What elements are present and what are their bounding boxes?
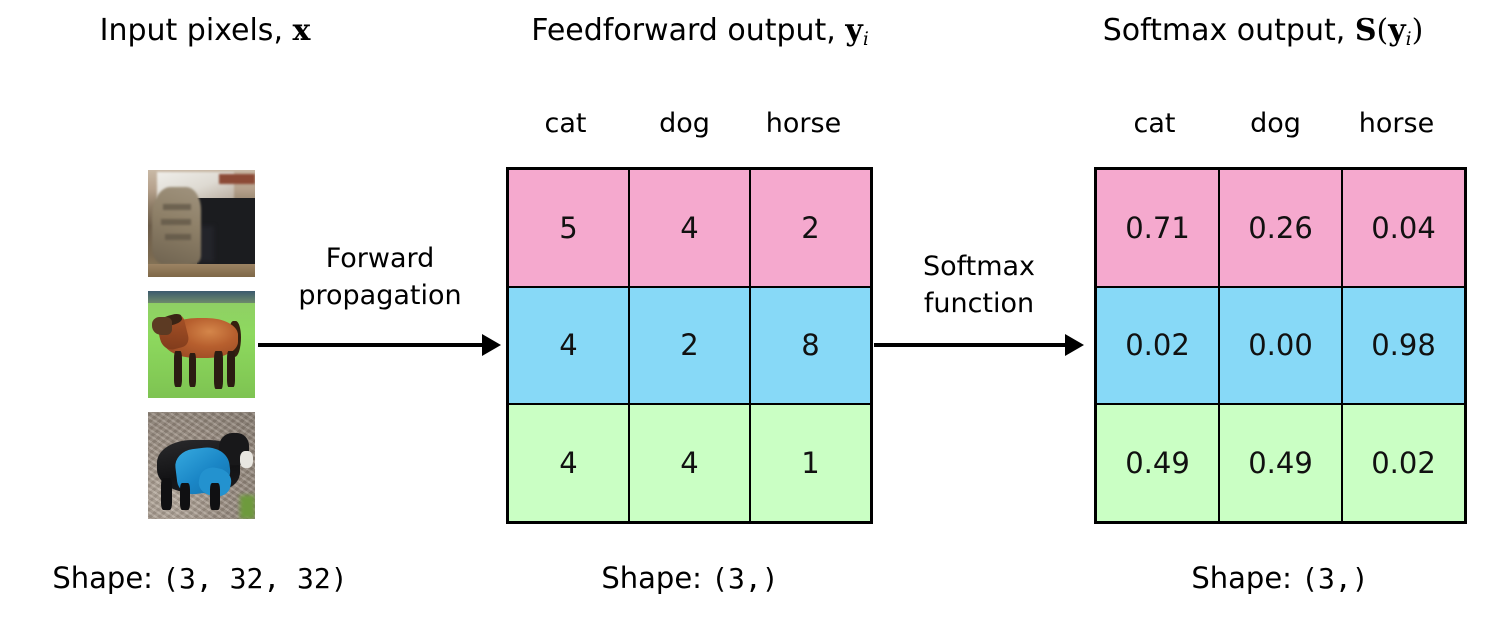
shape-caption-softmax-label: Shape: bbox=[1191, 561, 1302, 595]
cell-softmax-r0-dog: 0.26 bbox=[1218, 167, 1343, 289]
dog-image-leg-2 bbox=[180, 482, 190, 511]
cat-image-accent bbox=[218, 174, 255, 184]
horse-image-head bbox=[152, 316, 172, 335]
cat-image-stripe-1 bbox=[162, 204, 191, 210]
column-header-dog-feedforward: dog bbox=[659, 108, 710, 139]
softmax-function-label-line2: function bbox=[923, 288, 1035, 319]
title-softmax-close-paren: ) bbox=[1411, 13, 1424, 48]
title-softmax-text: Softmax output, bbox=[1102, 13, 1355, 48]
table-row: 0.71 0.26 0.04 bbox=[1094, 167, 1467, 289]
cell-feedforward-r2-cat: 4 bbox=[506, 402, 630, 524]
feedforward-output-table: 5 4 2 4 2 8 4 4 1 bbox=[506, 167, 873, 524]
softmax-function-arrow-head bbox=[1065, 334, 1084, 356]
column-header-dog-softmax: dog bbox=[1250, 108, 1301, 139]
shape-caption-feedforward: Shape: (3,) bbox=[520, 561, 860, 596]
dog-image-leg-3 bbox=[210, 482, 220, 511]
title-softmax-output: Softmax output, S(yi) bbox=[1040, 14, 1486, 57]
softmax-output-table: 0.71 0.26 0.04 0.02 0.00 0.98 0.49 0.49 … bbox=[1094, 167, 1467, 524]
horse-image-leg-3 bbox=[214, 350, 223, 390]
cell-softmax-r0-cat: 0.71 bbox=[1094, 167, 1220, 289]
dog-image bbox=[148, 412, 255, 519]
shape-caption-input-label: Shape: bbox=[52, 561, 163, 595]
title-input-pixels-symbol: x bbox=[292, 13, 311, 48]
column-header-horse-softmax: horse bbox=[1358, 108, 1435, 139]
cell-feedforward-r0-horse: 2 bbox=[749, 167, 873, 289]
forward-propagation-label: Forward propagation bbox=[258, 240, 502, 314]
cell-feedforward-r0-dog: 4 bbox=[628, 167, 751, 289]
horse-image-leg-2 bbox=[188, 353, 197, 388]
title-softmax-symbol-base: y bbox=[1388, 13, 1406, 48]
cell-feedforward-r0-cat: 5 bbox=[506, 167, 630, 289]
cell-softmax-r1-horse: 0.98 bbox=[1341, 286, 1467, 405]
forward-propagation-arrow-line bbox=[258, 343, 482, 347]
cell-softmax-r1-cat: 0.02 bbox=[1094, 286, 1220, 405]
title-input-pixels: Input pixels, x bbox=[0, 14, 410, 48]
shape-caption-softmax: Shape: (3,) bbox=[1110, 561, 1450, 596]
shape-caption-feedforward-value: (3,) bbox=[711, 562, 779, 595]
title-feedforward-symbol: yi bbox=[845, 13, 869, 51]
cell-feedforward-r2-horse: 1 bbox=[749, 402, 873, 524]
dog-image-grass bbox=[240, 495, 255, 519]
shape-caption-input: Shape: (3, 32, 32) bbox=[0, 561, 400, 596]
horse-image-leg-1 bbox=[173, 350, 183, 388]
cell-feedforward-r1-cat: 4 bbox=[506, 286, 630, 405]
cat-image-stripe-3 bbox=[165, 234, 191, 240]
cat-image bbox=[148, 170, 255, 277]
cell-softmax-r0-horse: 0.04 bbox=[1341, 167, 1467, 289]
title-softmax-open-paren: ( bbox=[1376, 13, 1389, 48]
table-row: 5 4 2 bbox=[506, 167, 873, 289]
title-softmax-subscript: i bbox=[1405, 29, 1412, 51]
column-header-cat-feedforward: cat bbox=[544, 108, 587, 139]
title-softmax-symbol-fn: S bbox=[1354, 13, 1377, 48]
title-feedforward-symbol-base: y bbox=[845, 13, 863, 48]
horse-image bbox=[148, 291, 255, 398]
shape-caption-softmax-value: (3,) bbox=[1301, 562, 1369, 595]
table-row: 4 4 1 bbox=[506, 402, 873, 524]
dog-image-muzzle bbox=[240, 450, 253, 468]
shape-caption-feedforward-label: Shape: bbox=[601, 561, 712, 595]
table-row: 0.02 0.00 0.98 bbox=[1094, 286, 1467, 405]
title-feedforward-output: Feedforward output, yi bbox=[450, 14, 950, 57]
cat-image-body bbox=[152, 187, 202, 265]
dog-image-leg-1 bbox=[160, 478, 172, 511]
softmax-function-label: Softmax function bbox=[874, 248, 1084, 322]
cat-image-stripe-2 bbox=[160, 219, 191, 225]
forward-propagation-label-line1: Forward bbox=[325, 243, 435, 274]
table-row: 4 2 8 bbox=[506, 286, 873, 405]
cell-softmax-r1-dog: 0.00 bbox=[1218, 286, 1343, 405]
cell-softmax-r2-cat: 0.49 bbox=[1094, 402, 1220, 524]
softmax-function-label-line1: Softmax bbox=[922, 251, 1036, 282]
horse-image-skyline bbox=[148, 291, 255, 303]
shape-caption-input-value: (3, 32, 32) bbox=[162, 562, 348, 595]
title-softmax-symbol: yi bbox=[1388, 13, 1412, 51]
cat-image-floor bbox=[148, 264, 255, 277]
forward-propagation-arrow-head bbox=[482, 334, 501, 356]
cell-feedforward-r1-horse: 8 bbox=[749, 286, 873, 405]
cell-feedforward-r2-dog: 4 bbox=[628, 402, 751, 524]
column-header-horse-feedforward: horse bbox=[765, 108, 842, 139]
cell-softmax-r2-dog: 0.49 bbox=[1218, 402, 1343, 524]
title-feedforward-text: Feedforward output, bbox=[531, 13, 846, 48]
horse-image-leg-4 bbox=[227, 350, 235, 388]
softmax-function-arrow-line bbox=[874, 343, 1065, 347]
cell-feedforward-r1-dog: 2 bbox=[628, 286, 751, 405]
title-input-pixels-text: Input pixels, bbox=[99, 13, 293, 48]
title-feedforward-subscript: i bbox=[862, 29, 869, 51]
table-row: 0.49 0.49 0.02 bbox=[1094, 402, 1467, 524]
forward-propagation-label-line2: propagation bbox=[298, 280, 462, 311]
cell-softmax-r2-horse: 0.02 bbox=[1341, 402, 1467, 524]
column-header-cat-softmax: cat bbox=[1133, 108, 1176, 139]
